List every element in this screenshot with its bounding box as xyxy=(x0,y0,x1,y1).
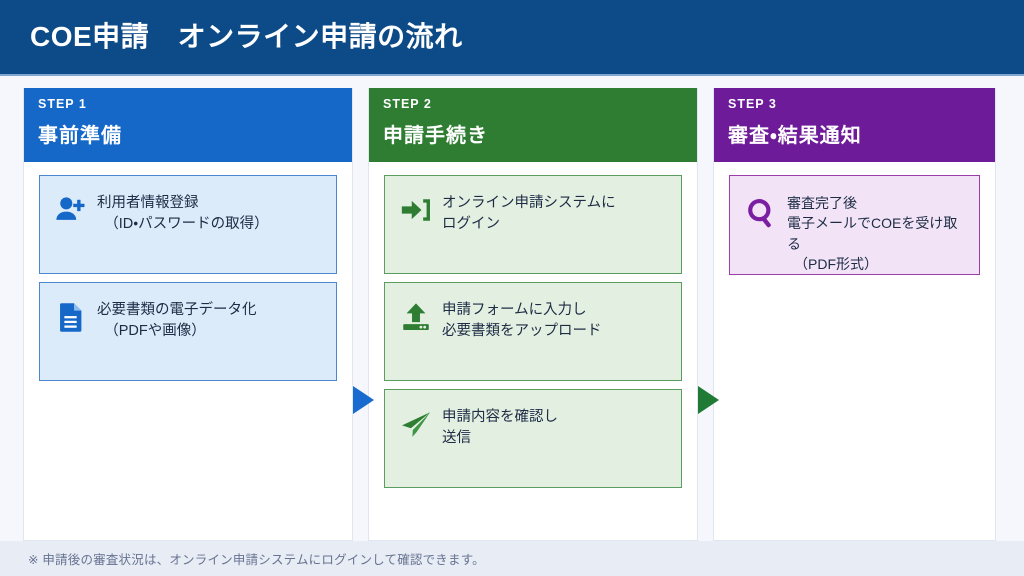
step-2-card-1-text: オンライン申請システムに ログイン xyxy=(442,195,616,233)
step-2-header: STEP 2 申請手続き xyxy=(369,88,697,162)
step-1-body: 利用者情報登録 （ID・パスワードの取得） 必要書類の電子データ化 （PDFや画… xyxy=(24,162,352,540)
login-arrow-icon xyxy=(401,199,430,221)
step-1-card-1-text: 利用者情報登録 （ID・パスワードの取得） xyxy=(97,195,269,233)
slide-title-bar: COE申請 オンライン申請の流れ xyxy=(0,0,1024,74)
step-3-card-1[interactable]: 審査完了後 電子メールでCOEを受け取る （PDF形式） xyxy=(729,175,980,275)
step-column-2: STEP 2 申請手続き オンライン申請システムに ログイン xyxy=(368,88,698,541)
step-column-1: STEP 1 事前準備 利用者情報登録 （ID・パスワードの取得） xyxy=(23,88,353,541)
step-3-header: STEP 3 審査・結果通知 xyxy=(714,88,995,162)
title-underline xyxy=(0,74,1024,76)
step-3-card-1-text: 審査完了後 電子メールでCOEを受け取る （PDF形式） xyxy=(787,195,958,272)
magnifier-icon xyxy=(748,199,771,228)
step-1-card-2[interactable]: 必要書類の電子データ化 （PDFや画像） xyxy=(39,282,337,381)
step-1-header: STEP 1 事前準備 xyxy=(24,88,352,162)
step-2-card-3[interactable]: 申請内容を確認し 送信 xyxy=(384,389,682,488)
page-title: COE申請 オンライン申請の流れ xyxy=(30,20,463,52)
step-1-title: 事前準備 xyxy=(38,125,122,147)
footer-bar: ※ 申請後の審査状況は、オンライン申請システムにログインして確認できます。 xyxy=(0,541,1024,576)
upload-icon xyxy=(403,303,429,331)
step-3-label: STEP 3 xyxy=(728,97,777,111)
step-2-card-2[interactable]: 申請フォームに入力し 必要書類をアップロード xyxy=(384,282,682,381)
step-column-3: STEP 3 審査・結果通知 審査完了後 電子メールでCOEを受け取る （PDF… xyxy=(713,88,996,541)
steps-container: STEP 1 事前準備 利用者情報登録 （ID・パスワードの取得） xyxy=(0,88,1024,541)
user-plus-icon xyxy=(56,197,85,220)
document-icon xyxy=(60,303,82,332)
step-1-label: STEP 1 xyxy=(38,97,87,111)
step-1-card-1[interactable]: 利用者情報登録 （ID・パスワードの取得） xyxy=(39,175,337,274)
step-2-card-1[interactable]: オンライン申請システムに ログイン xyxy=(384,175,682,274)
step-2-body: オンライン申請システムに ログイン 申請フォームに入力し 必要書類をアップロード xyxy=(369,162,697,540)
step-1-card-2-text: 必要書類の電子データ化 （PDFや画像） xyxy=(97,302,257,340)
footer-note: ※ 申請後の審査状況は、オンライン申請システムにログインして確認できます。 xyxy=(28,553,485,567)
step-2-card-2-text: 申請フォームに入力し 必要書類をアップロード xyxy=(442,302,602,340)
arrow-step2-to-step3 xyxy=(698,386,719,414)
step-2-label: STEP 2 xyxy=(383,97,432,111)
step-2-title: 申請手続き xyxy=(383,125,488,147)
paper-plane-icon xyxy=(402,412,431,437)
step-2-card-3-text: 申請内容を確認し 送信 xyxy=(442,409,558,447)
arrow-step1-to-step2 xyxy=(353,386,374,414)
step-3-body: 審査完了後 電子メールでCOEを受け取る （PDF形式） xyxy=(714,162,995,540)
step-3-title: 審査・結果通知 xyxy=(728,125,862,147)
